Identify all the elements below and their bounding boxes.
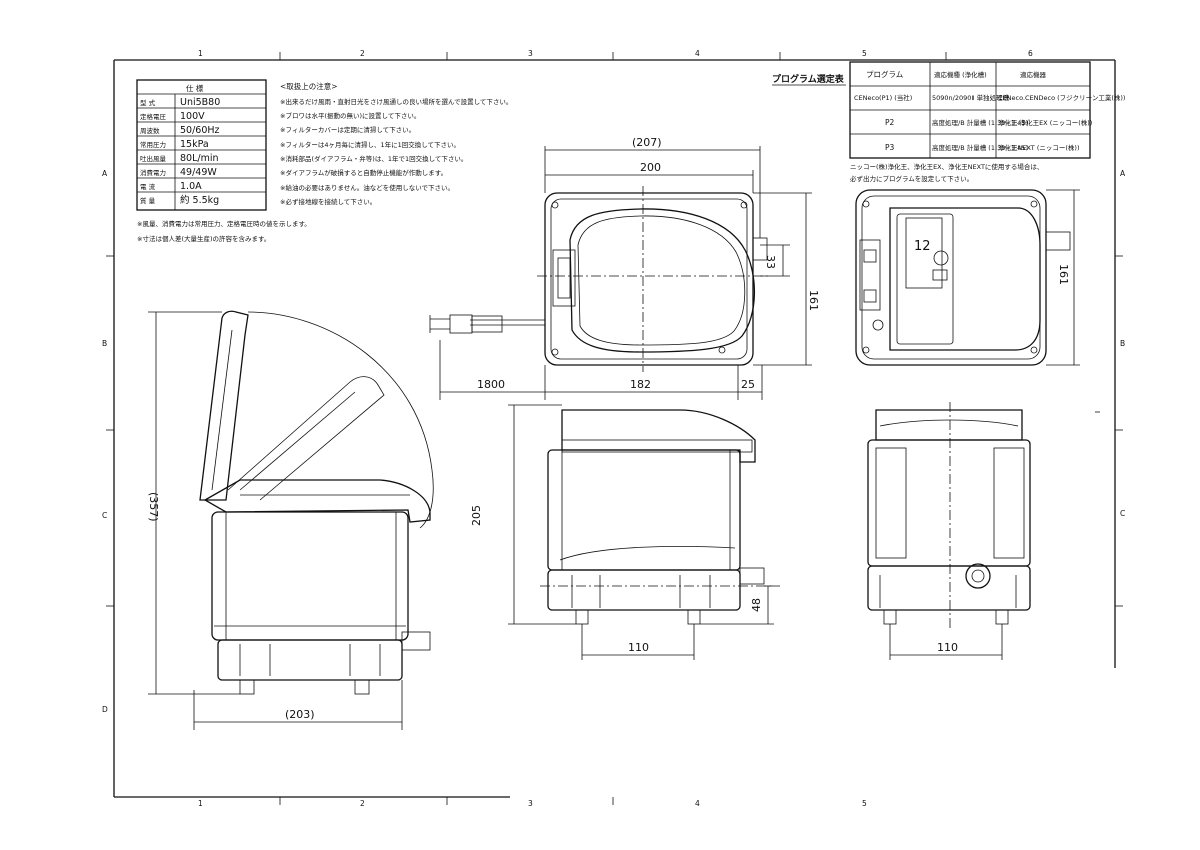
dim-body-length: 182 xyxy=(630,378,651,391)
dim-foot-span-end: 110 xyxy=(937,641,958,654)
dim-height-right: 161 xyxy=(1057,264,1070,285)
program-cell: P3 xyxy=(885,143,895,152)
side-view-dimensions: 205 48 110 xyxy=(470,404,774,660)
program-cell: 浄化王NEXT (ニッコー(株)) xyxy=(998,143,1080,152)
spec-label: 周波数 xyxy=(140,126,160,135)
dim-height-side: 205 xyxy=(470,505,483,526)
border-number-5: 5 xyxy=(862,49,867,58)
border-number-2: 2 xyxy=(360,49,365,58)
program-note: 必ず出力にプログラムを設定して下さい。 xyxy=(850,174,973,183)
border-letter-d: D xyxy=(102,705,108,714)
dim-width: 200 xyxy=(640,161,661,174)
border-letter-b: B xyxy=(102,339,107,348)
border-right-letter-a: A xyxy=(1120,169,1126,178)
dim-height-top: 161 xyxy=(807,290,820,311)
open-cover-dimensions: (357) (203) xyxy=(147,311,403,730)
program-cell: 5090n/2090Ⅱ 単独処理槽 xyxy=(932,93,1010,102)
caution-item: ※必ず接地線を接続して下さい。 xyxy=(280,197,376,206)
program-header: 適応機器 xyxy=(1020,70,1047,79)
spec-value: 80L/min xyxy=(180,153,219,164)
border-number-3: 3 xyxy=(528,49,533,58)
spec-note: ※寸法は個人差(大量生産)の許容を含みます。 xyxy=(137,234,270,243)
spec-value: 49/49W xyxy=(180,167,217,178)
program-cell: CENeco(P1) (当社) xyxy=(854,93,912,102)
caution-item: ※給油の必要はありません。油などを使用しないで下さい。 xyxy=(280,183,454,192)
border-letter-a: A xyxy=(102,169,108,178)
program-cell: 高度処理/B 計量槽 (1:30~1:45) xyxy=(932,143,1028,152)
spec-label: 型 式 xyxy=(140,98,156,107)
sheet-border: 1 2 3 4 5 6 1 2 3 4 5 A B C D A B C xyxy=(102,49,1126,808)
caution-item: ※フィルターカバーは定期に清掃して下さい。 xyxy=(280,125,415,134)
spec-label: 質 量 xyxy=(140,196,156,205)
border-right-letter-c: C xyxy=(1120,509,1125,518)
spec-value: 15kPa xyxy=(180,139,209,150)
dim-spout: 25 xyxy=(741,378,755,391)
spec-label: 電 流 xyxy=(140,182,156,191)
dim-foot-span-side: 110 xyxy=(628,641,649,654)
open-cover-view xyxy=(199,310,434,695)
spec-label: 定格電圧 xyxy=(140,112,167,121)
program-header: プログラム xyxy=(866,69,903,79)
top-view-dimensions: (207) 200 161 33 1800 182 25 xyxy=(439,136,820,400)
program-cell: P2 xyxy=(885,118,895,127)
program-cell: 浄化王.浄化王EX (ニッコー(株)) xyxy=(998,118,1092,127)
border-letter-c: C xyxy=(102,511,107,520)
spec-label: 消費電力 xyxy=(140,168,166,177)
border-right-letter-b: B xyxy=(1120,339,1125,348)
caution-item: ※出来るだけ風雨・直射日光をさけ風通しの良い場所を選んで設置して下さい。 xyxy=(280,97,512,106)
spec-table: 仕 様 型 式 Uni5B80 定格電圧 100V 周波数 50/60Hz 常用… xyxy=(136,79,311,243)
border-number-6: 6 xyxy=(1028,49,1033,58)
dim-open-width: (203) xyxy=(285,708,315,721)
dim-cord-length: 1800 xyxy=(477,378,505,391)
program-header: 適応機種 (浄化槽) xyxy=(934,70,987,79)
dim-offset-33: 33 xyxy=(764,255,777,269)
top-view xyxy=(429,186,768,372)
program-table-title: プログラム選定表 xyxy=(772,73,845,85)
border-number-4: 4 xyxy=(695,49,700,58)
end-view: 110 xyxy=(867,402,1031,660)
caution-notes: <取扱上の注意> ※出来るだけ風雨・直射日光をさけ風通しの良い場所を選んで設置し… xyxy=(280,81,512,206)
border-bottom-number-3: 3 xyxy=(528,799,533,808)
spec-table-title: 仕 様 xyxy=(186,83,204,93)
caution-item: ※フィルターは4ヶ月毎に清掃し、1年に1回交換して下さい。 xyxy=(280,140,460,149)
spec-value: 50/60Hz xyxy=(180,125,220,136)
caution-item: ※消耗部品(ダイアフラム・弁等)は、1年で1回交換して下さい。 xyxy=(280,154,467,163)
border-bottom-number-1: 1 xyxy=(198,799,203,808)
program-table: プログラム選定表 プログラム 適応機種 (浄化槽) 適応機器 CENeco(P1… xyxy=(772,61,1125,183)
border-bottom-number-4: 4 xyxy=(695,799,700,808)
side-view xyxy=(540,409,780,625)
panel-display: 12 xyxy=(914,239,931,254)
spec-value: 約 5.5kg xyxy=(180,194,219,206)
spec-note: ※風量、消費電力は常用圧力、定格電圧時の値を示します。 xyxy=(137,219,311,228)
border-number-1: 1 xyxy=(198,49,203,58)
spec-label: 常用圧力 xyxy=(140,140,166,149)
caution-title: <取扱上の注意> xyxy=(280,81,338,91)
program-cell: CENeco.CENDeco (フジクリーン工業(株)) xyxy=(998,93,1125,102)
spec-value: 100V xyxy=(180,111,205,122)
spec-value: 1.0A xyxy=(180,181,202,192)
dim-nozzle-height: 48 xyxy=(750,598,763,612)
program-cell: 高度処理/B 計量槽 (1:30~1:45) xyxy=(932,118,1028,127)
program-note: ニッコー(株)浄化王、浄化王EX、浄化王NEXTに使用する場合は、 xyxy=(850,162,1043,171)
dim-overall-width: (207) xyxy=(632,136,662,149)
dim-open-height: (357) xyxy=(147,492,160,522)
control-panel-view: 12 161 xyxy=(855,189,1080,366)
spec-label: 吐出風量 xyxy=(140,154,167,163)
border-bottom-number-2: 2 xyxy=(360,799,365,808)
border-bottom-number-5: 5 xyxy=(862,799,867,808)
caution-item: ※ブロワは水平(振動の無い)に設置して下さい。 xyxy=(280,111,420,120)
spec-value: Uni5B80 xyxy=(180,97,220,108)
caution-item: ※ダイアフラムが破損すると自動停止機能が作動します。 xyxy=(280,168,447,177)
